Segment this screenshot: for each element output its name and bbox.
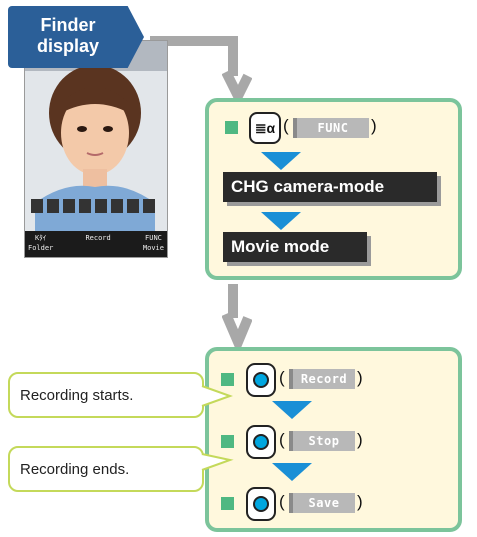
connector-mid-chevron <box>222 312 252 348</box>
paren-open: ( <box>279 368 285 387</box>
finder-line1: Finder <box>40 15 96 35</box>
paren-open: ( <box>279 492 285 511</box>
step-marker <box>221 435 234 448</box>
record-softkey-label: Record <box>289 369 355 389</box>
func-key-icon[interactable]: ≣α <box>249 112 281 144</box>
down-arrow <box>261 152 301 170</box>
center-key-icon[interactable] <box>246 425 276 459</box>
finder-display-tag: Finder display <box>8 6 144 68</box>
callout-recording-ends: Recording ends. <box>8 446 204 492</box>
softkey-left: Kﾀｲ Folder <box>28 234 54 252</box>
connector-mid-vertical <box>228 284 238 318</box>
center-key-icon[interactable] <box>246 487 276 521</box>
center-key-icon[interactable] <box>246 363 276 397</box>
panel-mode-selection: ≣α ( FUNC ) CHG camera-mode Movie mode <box>205 98 462 280</box>
callout-start-pointer <box>200 385 233 407</box>
paren-close: ) <box>357 368 363 387</box>
step-marker <box>221 373 234 386</box>
callout-recording-starts: Recording starts. <box>8 372 204 418</box>
menu-movie-mode[interactable]: Movie mode <box>223 232 367 262</box>
callout-end-pointer <box>200 453 234 471</box>
step-marker <box>221 497 234 510</box>
func-softkey-label: FUNC <box>293 118 369 138</box>
connector-top-vertical <box>228 36 238 76</box>
menu-chg-camera-mode[interactable]: CHG camera-mode <box>223 172 437 202</box>
paren-close: ) <box>357 492 363 511</box>
paren-close: ) <box>357 430 363 449</box>
paren-close: ) <box>371 116 377 135</box>
panel-recording-steps: ( Record ) ( Stop ) ( Save ) <box>205 347 462 532</box>
down-arrow <box>261 212 301 230</box>
finder-photo <box>25 41 167 257</box>
phone-screen: Kﾀｲ Folder Record FUNC Movie <box>24 40 168 258</box>
connector-top-horizontal <box>150 36 238 46</box>
down-arrow <box>272 401 312 419</box>
down-arrow <box>272 463 312 481</box>
paren-open: ( <box>279 430 285 449</box>
save-softkey-label: Save <box>289 493 355 513</box>
softkey-right: FUNC Movie <box>142 234 164 252</box>
paren-open: ( <box>283 116 289 135</box>
phone-softkey-bar: Kﾀｲ Folder Record FUNC Movie <box>25 231 167 257</box>
connector-top-chevron <box>222 70 252 102</box>
stop-softkey-label: Stop <box>289 431 355 451</box>
step-marker <box>225 121 238 134</box>
finder-line2: display <box>36 36 100 56</box>
softkey-center: Record <box>85 234 111 242</box>
